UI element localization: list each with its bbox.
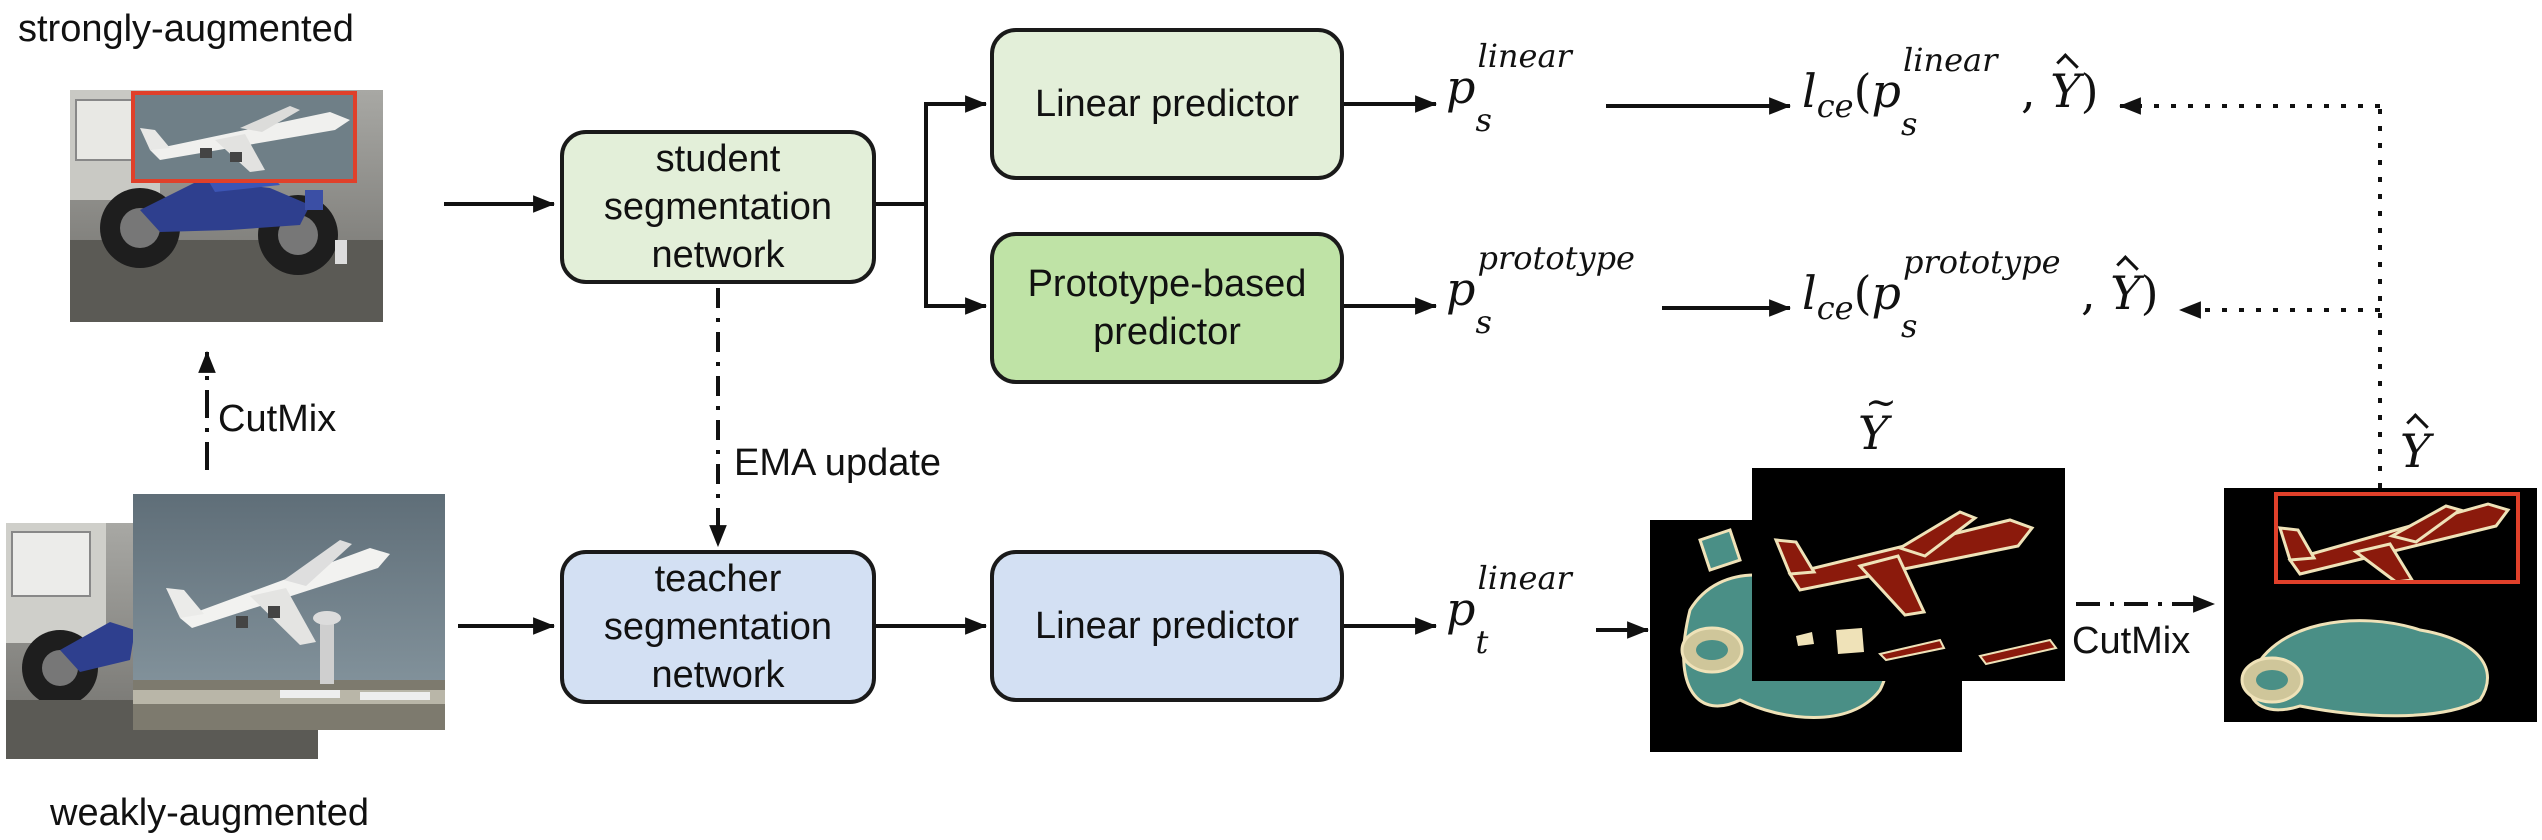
proto-line-2: predictor (1093, 311, 1241, 353)
teacher-segmentation-network-box: teacher segmentation network (560, 550, 876, 704)
teacher-line-1: teacher (654, 558, 782, 600)
loss-ce-prototype: lce(p prototype s , Y) (1802, 243, 2159, 345)
weakly-augmented-label: weakly-augmented (50, 792, 369, 834)
mixed-label-mask (2224, 488, 2537, 722)
proto-line-1: Prototype-based (1027, 263, 1307, 305)
teacher-line-2: segmentation (603, 606, 833, 648)
p-t-linear: p linear t (1446, 559, 1572, 661)
student-line-3: network (651, 234, 785, 276)
p-s-prototype: p prototype s (1446, 239, 1635, 341)
weakly-augmented-image (6, 494, 445, 759)
loss-ce-linear: lce(p linear s , Y) (1802, 41, 2099, 143)
y-hat-label: Y (2400, 424, 2431, 478)
linear-predictor-student-box: Linear predictor (990, 28, 1344, 180)
prototype-based-predictor-box: Prototype-based predictor (990, 232, 1344, 384)
strongly-augmented-label: strongly-augmented (18, 8, 354, 50)
linear-predictor-teacher-box: Linear predictor (990, 550, 1344, 702)
cutmix-vertical-label: CutMix (218, 398, 337, 440)
cutmix-horizontal-label: CutMix (2072, 620, 2191, 662)
ema-update-label: EMA update (734, 442, 942, 484)
teacher-line-3: network (651, 654, 785, 696)
p-s-linear: p linear s (1446, 37, 1572, 139)
student-line-2: segmentation (603, 186, 833, 228)
student-segmentation-network-box: student segmentation network (560, 130, 876, 284)
linear-predictor-top-label: Linear predictor (1034, 83, 1300, 125)
student-line-1: student (655, 138, 781, 180)
strongly-augmented-image (70, 90, 383, 322)
y-tilde-label: Y (1858, 380, 1897, 460)
linear-predictor-bottom-label: Linear predictor (1034, 605, 1300, 647)
pseudo-label-masks (1650, 468, 2065, 752)
